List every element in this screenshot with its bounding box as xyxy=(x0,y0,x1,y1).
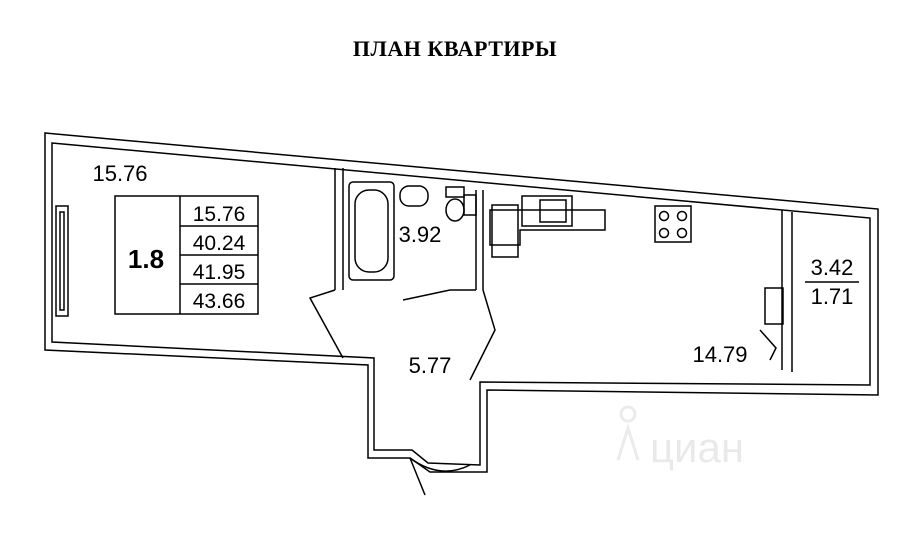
entrance-door xyxy=(409,457,471,496)
inner-wall xyxy=(51,142,871,466)
partition-living xyxy=(334,168,344,290)
area-general: 40.24 xyxy=(193,232,246,255)
balcony-door xyxy=(764,287,784,325)
hall-area: 5.77 xyxy=(409,353,452,378)
apartment-code: 1.8 xyxy=(128,244,164,274)
fridge xyxy=(491,204,519,258)
plan-title: ПЛАН КВАРТИРЫ xyxy=(352,36,558,61)
kitchen-area: 14.79 xyxy=(692,342,747,367)
watermark: циан xyxy=(650,424,744,471)
balcony-reduced-area: 1.71 xyxy=(811,284,854,309)
bathtub xyxy=(348,181,395,281)
bathroom-area: 3.92 xyxy=(399,222,442,247)
area-total-living: 15.76 xyxy=(193,203,246,226)
kitchen-counter xyxy=(489,209,606,246)
partition-bath xyxy=(475,190,484,290)
area-with-balcony: 43.66 xyxy=(193,290,246,313)
partition-balcony xyxy=(781,210,793,372)
toilet xyxy=(445,198,465,222)
watermark-logo xyxy=(616,405,640,461)
balcony-area: 3.42 xyxy=(811,255,854,280)
outer-wall xyxy=(44,132,879,473)
bath-sink xyxy=(399,185,429,207)
living-room-area: 15.76 xyxy=(92,161,147,186)
window-left xyxy=(55,205,69,317)
hall-walls xyxy=(308,289,496,381)
bath-cabinet xyxy=(463,194,477,216)
stove xyxy=(654,205,692,243)
kitchen-sink xyxy=(521,195,573,227)
area-with-balcony-reduced: 41.95 xyxy=(193,261,246,284)
